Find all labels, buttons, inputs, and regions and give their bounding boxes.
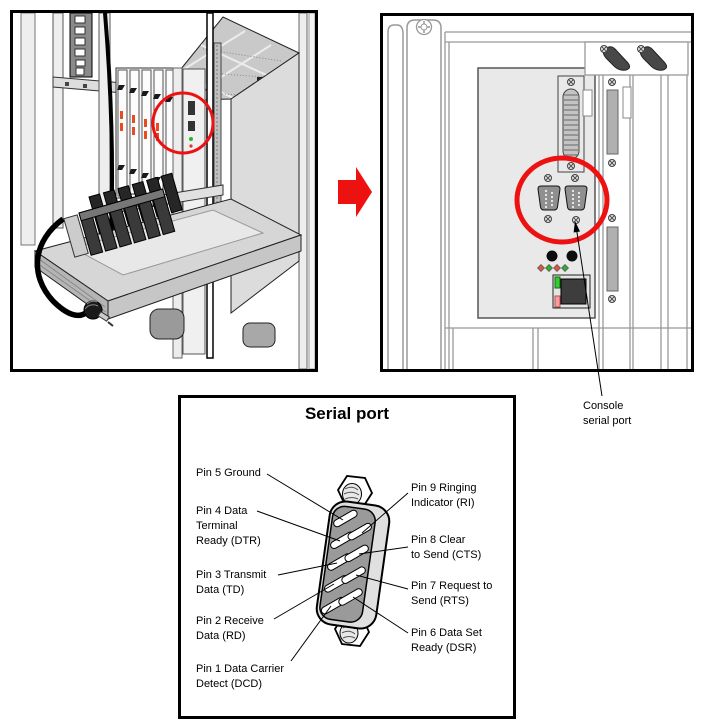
flange-tab-2 [406,19,442,369]
rack-upright-left [20,13,36,246]
base-tray [33,198,303,320]
pin-1-label: Pin 1 Data Carrier Detect (DCD) [196,663,285,690]
ejector-handles [584,41,689,76]
card-slot-1 [582,89,593,117]
red-arrow-icon [338,167,372,217]
chassis-side-face [230,52,300,315]
rack-rail-right-outer [298,13,308,369]
pin-6-label: Pin 6 Data Set Ready (DSR) [411,627,482,654]
right-connector-bars [606,78,619,303]
red-highlight-circle [514,155,610,245]
serial-port-diagram-panel: Serial port [178,395,516,719]
corner-foot-right [242,322,276,348]
rack-rail-right-inner [308,13,315,369]
rack-post [206,13,214,359]
pin-2-label: Pin 2 Receive Data (RD) [196,615,264,642]
pin-7-label: Pin 7 Request to Send (RTS) [411,580,493,607]
io-panel-detail [380,13,694,372]
rack-illustration [20,13,315,369]
diagram-title: Serial port [304,404,390,423]
pin-3-label: Pin 3 Transmit Data (TD) [196,569,267,596]
pin-8-label: Pin 8 Clear to Send (CTS) [411,534,482,561]
status-leds [537,264,569,272]
power-strip [69,13,93,78]
db9-serial-ports [537,174,588,224]
ethernet-port [552,274,591,309]
pin-slots [320,509,372,615]
power-cord [34,216,114,327]
card-slot-2 [622,86,632,119]
pin-4-label: Pin 4 Data Terminal Ready (DTR) [196,505,261,547]
pin-9-label: Pin 9 Ringing Indicator (RI) [411,482,477,509]
ethernet-led-green [554,276,561,289]
reset-button [546,250,558,262]
console-serial-port-callout: Console serial port [583,400,632,427]
io-panel-illustration [387,18,691,369]
db9-connector-graphic [256,473,409,662]
leader-lines [256,473,409,662]
rack-rail-left [52,13,64,229]
panel-screw-icon [415,18,433,36]
flange-tab-1 [387,24,404,369]
rack-overview-panel [10,10,318,372]
nmi-button [566,250,578,262]
pin-5-label: Pin 5 Ground [196,467,261,479]
db9-connector-body [315,500,391,630]
red-highlight-circle [151,91,215,155]
corner-foot-left [149,308,185,340]
module-array [63,172,183,258]
ethernet-led-pink [554,295,561,308]
